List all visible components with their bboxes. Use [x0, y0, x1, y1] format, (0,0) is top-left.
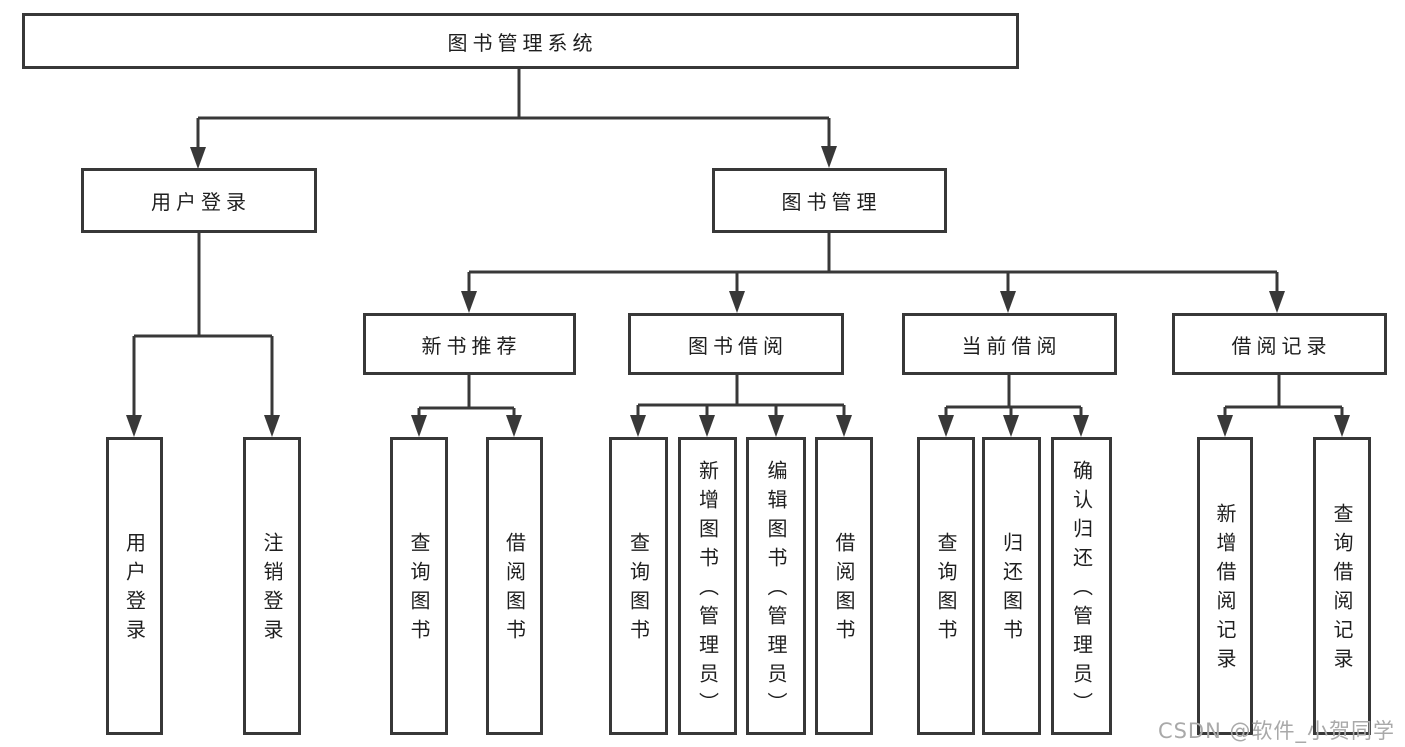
- leaf-recommend-borrow-books: 借阅图书: [486, 437, 543, 735]
- leaf-current-query-books: 查询图书: [917, 437, 975, 735]
- leaf-borrowing-borrow-books: 借阅图书: [815, 437, 873, 735]
- leaf-records-add-record: 新增借阅记录: [1197, 437, 1253, 735]
- leaf-borrowing-edit-books-admin-label: 编辑图书（管理员）: [764, 459, 788, 721]
- csdn-watermark: CSDN @软件_小贺同学: [1157, 719, 1395, 743]
- node-root: 图书管理系统: [22, 13, 1019, 69]
- leaf-borrowing-edit-books-admin: 编辑图书（管理员）: [746, 437, 806, 735]
- leaf-records-query-record-label: 查询借阅记录: [1330, 503, 1354, 677]
- leaf-current-return-books-label: 归还图书: [999, 532, 1024, 648]
- leaf-records-add-record-label: 新增借阅记录: [1213, 503, 1237, 677]
- leaf-user-login-label: 用户登录: [122, 532, 147, 648]
- node-borrow-records-label: 借阅记录: [1231, 333, 1332, 358]
- node-new-book-recommend-label: 新书推荐: [421, 333, 522, 358]
- leaf-current-confirm-return-admin: 确认归还（管理员）: [1051, 437, 1112, 735]
- leaf-current-confirm-return-admin-label: 确认归还（管理员）: [1069, 459, 1094, 721]
- leaf-borrowing-query-books-label: 查询图书: [626, 532, 651, 648]
- node-book-borrowing: 图书借阅: [628, 313, 844, 375]
- node-root-label: 图书管理系统: [447, 30, 598, 55]
- node-user-login-label: 用户登录: [151, 190, 251, 214]
- node-borrow-records: 借阅记录: [1172, 313, 1387, 375]
- node-current-borrowing-label: 当前借阅: [961, 333, 1062, 358]
- leaf-recommend-query-books-label: 查询图书: [407, 532, 431, 648]
- leaf-current-return-books: 归还图书: [982, 437, 1041, 735]
- leaf-borrowing-add-books-admin: 新增图书（管理员）: [678, 437, 737, 735]
- leaf-recommend-borrow-books-label: 借阅图书: [502, 532, 527, 648]
- leaf-borrowing-add-books-admin-label: 新增图书（管理员）: [695, 459, 720, 721]
- leaf-user-login: 用户登录: [106, 437, 163, 735]
- leaf-logout-label: 注销登录: [260, 532, 284, 648]
- node-user-login: 用户登录: [81, 168, 317, 233]
- node-book-management: 图书管理: [712, 168, 947, 233]
- node-current-borrowing: 当前借阅: [902, 313, 1117, 375]
- leaf-borrowing-borrow-books-label: 借阅图书: [832, 532, 856, 648]
- leaf-logout: 注销登录: [243, 437, 301, 735]
- leaf-borrowing-query-books: 查询图书: [609, 437, 668, 735]
- node-book-management-label: 图书管理: [781, 190, 882, 214]
- leaf-current-query-books-label: 查询图书: [934, 532, 958, 648]
- leaf-recommend-query-books: 查询图书: [390, 437, 448, 735]
- node-book-borrowing-label: 图书借阅: [688, 333, 788, 358]
- node-new-book-recommend: 新书推荐: [363, 313, 576, 375]
- leaf-records-query-record: 查询借阅记录: [1313, 437, 1371, 735]
